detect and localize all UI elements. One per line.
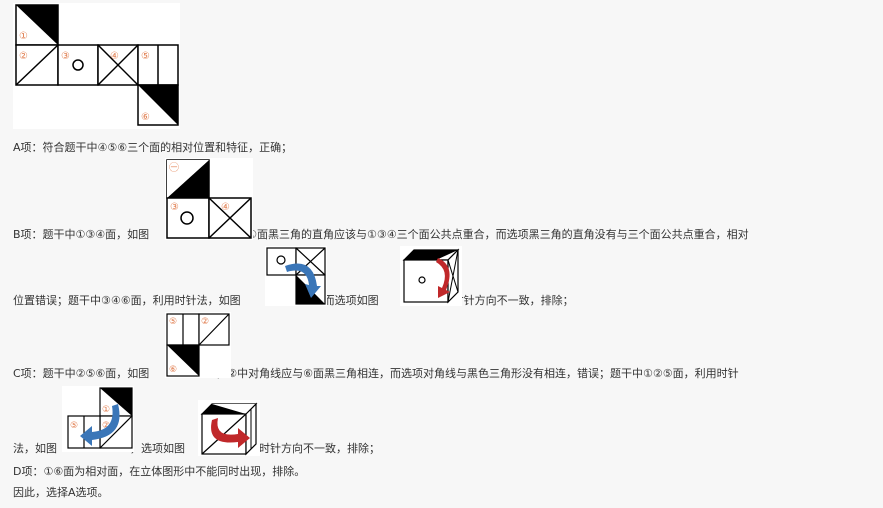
svg-text:②: ② — [102, 421, 110, 431]
option-b-line1: B项：题干中①③④面，如图 ，①面黑三角的直角应该与①③④三个面公共点重合，而选项… — [13, 228, 749, 242]
svg-text:⑤: ⑤ — [169, 317, 177, 327]
svg-text:㊀: ㊀ — [169, 162, 179, 174]
figure-clock-cube-option-c — [198, 400, 260, 456]
option-b-line1-pre: B项：题干中①③④面，如图 — [13, 228, 150, 241]
option-c-line1: C项：题干中②⑤⑥面，如图 ，②中对角线应与⑥面黑三角相连，而选项对角线与黑色三角… — [13, 367, 739, 381]
svg-text:②: ② — [201, 317, 209, 327]
face-4-label: ④ — [110, 51, 119, 62]
svg-text:④: ④ — [221, 202, 230, 213]
option-c-line2: 法，如图 ，选项如图 ，时针方向不一致，排除； — [13, 442, 380, 456]
svg-text:①: ① — [102, 405, 110, 415]
option-c-line2-pre: 法，如图 — [13, 442, 57, 455]
face-2-label: ② — [19, 51, 28, 62]
face-3-label: ③ — [61, 51, 70, 62]
option-b-line2-post: ，时针方向不一致，排除； — [441, 294, 574, 307]
option-c-line1-post: ，②中对角线应与⑥面黑三角相连，而选项对角线与黑色三角形没有相连，错误；题干中①… — [216, 367, 739, 380]
option-b-line2: 位置错误；题干中③④⑥面，利用时针法，如图 ，而选项如图 ，时针方向不一致，排除； — [13, 294, 574, 308]
option-b-line2-mid: ，而选项如图 — [312, 294, 379, 307]
option-c-line2-post: ，时针方向不一致，排除； — [248, 442, 380, 455]
conclusion-text: 因此，选择A选项。 — [13, 486, 109, 499]
figure-clock-net-3-4-6 — [265, 246, 327, 306]
face-6-label: ⑥ — [141, 112, 150, 123]
face-5-label: ⑤ — [141, 51, 150, 62]
face-1-label: ① — [19, 31, 28, 42]
svg-text:③: ③ — [170, 202, 179, 213]
option-b-line2-pre: 位置错误；题干中③④⑥面，利用时针法，如图 — [13, 294, 241, 307]
figure-faces-1-3-4: ㊀ ③ ④ — [165, 158, 253, 240]
option-d-text: D项：①⑥面为相对面，在立体图形中不能同时出现，排除。 — [13, 465, 306, 478]
option-c-line2-mid: ，选项如图 — [130, 442, 185, 455]
option-c-line1-pre: C项：题干中②⑤⑥面，如图 — [13, 367, 150, 380]
option-b-line1-post: ，①面黑三角的直角应该与①③④三个面公共点重合，而选项黑三角的直角没有与三个面公… — [236, 228, 749, 241]
figure-faces-2-5-6: ⑤ ② ⑥ — [165, 312, 231, 378]
figure-clock-net-1-2-5: ① ② ⑤ — [62, 386, 134, 452]
figure-clock-cube-option-b — [400, 246, 462, 306]
svg-text:⑥: ⑥ — [169, 365, 177, 375]
svg-text:⑤: ⑤ — [70, 421, 78, 431]
cube-net-figure: ① ② ③ ④ ⑤ ⑥ — [13, 3, 180, 129]
option-a-text: A项：符合题干中④⑤⑥三个面的相对位置和特征，正确； — [13, 141, 293, 154]
